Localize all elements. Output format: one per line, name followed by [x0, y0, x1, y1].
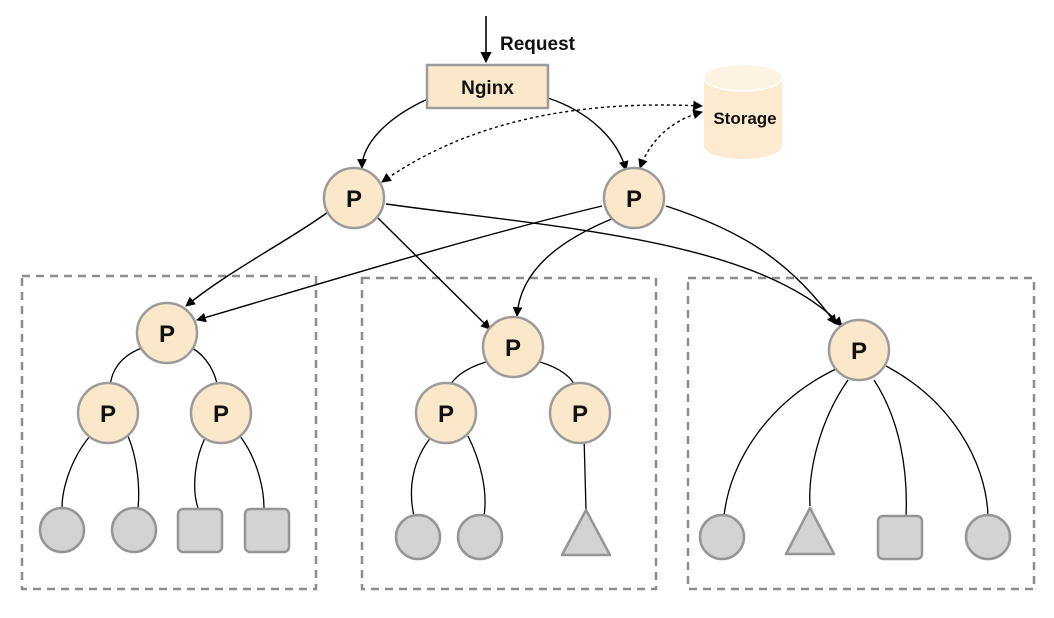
storage-label: Storage: [713, 109, 776, 128]
edge-g3-leaf2: [809, 379, 849, 507]
proxy-node-group1-left: P: [76, 381, 140, 445]
svg-text:P: P: [505, 335, 521, 362]
svg-text:P: P: [100, 401, 116, 428]
edge-p2-g3: [665, 205, 837, 325]
proxy-node-group1-right: P: [189, 381, 253, 445]
edge-g1-b-leaf4: [239, 435, 265, 509]
edge-storage-proxy-left: [381, 100, 703, 183]
leaf-circle: [964, 513, 1012, 561]
storage-icon: [703, 65, 783, 159]
proxy-node-top-left: P: [322, 166, 386, 230]
leaf-triangle: [560, 508, 612, 557]
edge-g1-a-leaf1: [61, 435, 91, 509]
edge-p2-g2: [512, 217, 615, 317]
edge-p1-g1: [185, 211, 329, 307]
leaf-circle: [394, 513, 442, 561]
proxy-node-group2-root: P: [481, 315, 545, 379]
proxy-node-top-right: P: [602, 166, 666, 230]
leaf-square: [243, 507, 291, 554]
edge-p1-g2: [377, 217, 491, 330]
nginx-box: [425, 63, 550, 110]
leaf-circle: [456, 513, 504, 561]
edge-p2-g1: [196, 205, 603, 323]
edge-g2-b-leaf3: [583, 435, 587, 511]
svg-text:P: P: [346, 186, 362, 213]
group-box-2: [360, 276, 658, 591]
proxy-node-group2-right: P: [548, 381, 612, 445]
nginx-label: Nginx: [461, 78, 514, 99]
group-box-1: [20, 274, 318, 591]
leaf-circle: [110, 506, 158, 554]
leaf-circle: [38, 506, 86, 554]
proxy-node-group3-root: P: [827, 318, 891, 382]
leaf-triangle: [784, 506, 836, 556]
proxy-node-group2-left: P: [414, 381, 478, 445]
edge-g1-a-leaf2: [127, 435, 140, 509]
edge-g1-b-leaf3: [194, 435, 207, 509]
svg-text:P: P: [213, 401, 229, 428]
svg-text:P: P: [851, 338, 867, 365]
svg-text:P: P: [438, 401, 454, 428]
edge-g3-leaf1: [723, 367, 839, 517]
leaf-square: [876, 514, 924, 561]
edge-g3-leaf3: [873, 379, 907, 517]
group-box-3: [686, 276, 1036, 591]
leaf-circle: [698, 513, 746, 561]
edge-p1-g3: [385, 203, 843, 327]
svg-text:P: P: [626, 186, 642, 213]
edge-storage-proxy-right: [638, 109, 703, 169]
edge-g2-a-leaf2: [467, 435, 486, 517]
proxy-node-group1-root: P: [135, 301, 199, 365]
svg-text:P: P: [159, 321, 175, 348]
request-label: Request: [500, 34, 576, 55]
edge-nginx-proxy-right: [547, 97, 629, 171]
leaf-square: [176, 507, 224, 554]
edge-g2-a-leaf1: [410, 435, 433, 517]
svg-text:P: P: [572, 401, 588, 428]
edge-nginx-proxy-left: [357, 97, 431, 169]
edge-g3-leaf4: [885, 365, 989, 517]
